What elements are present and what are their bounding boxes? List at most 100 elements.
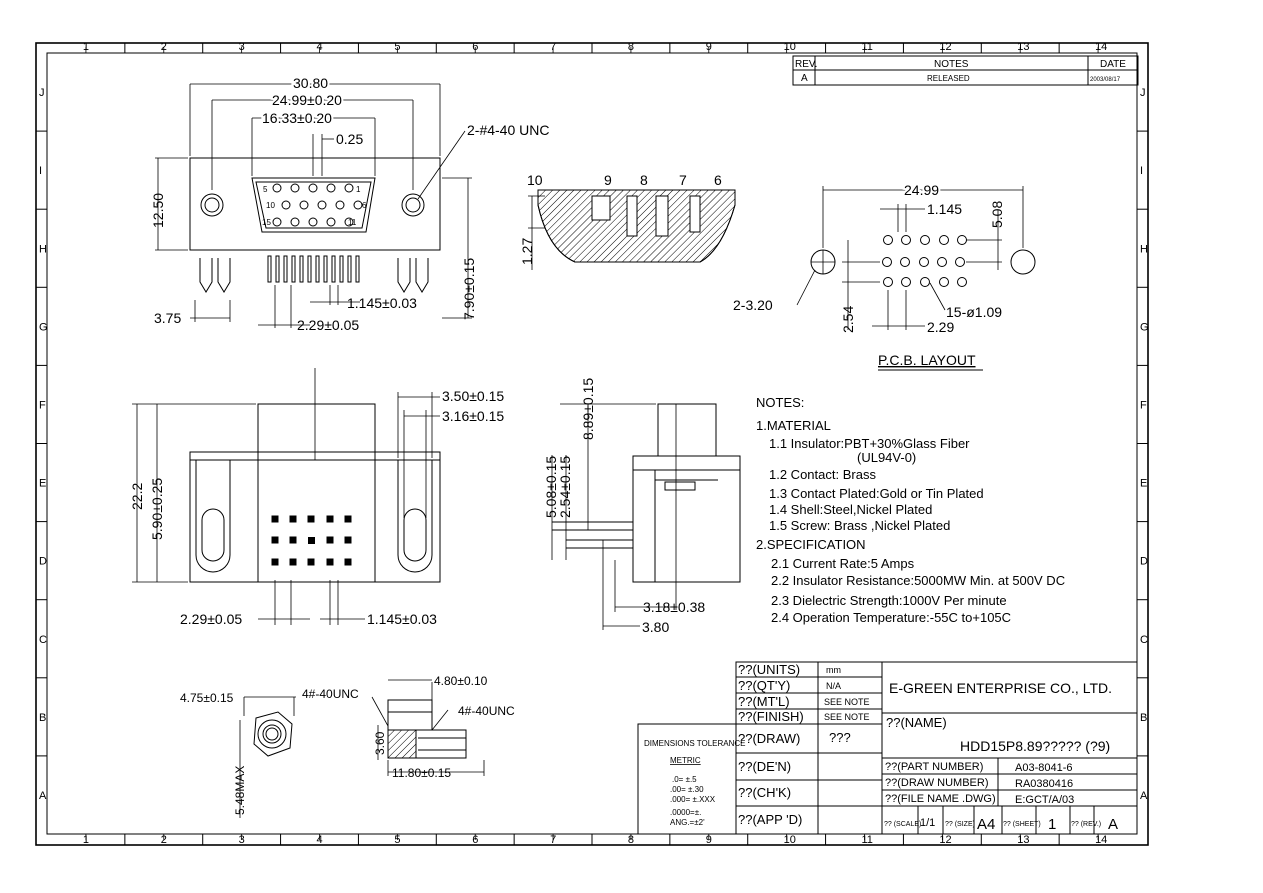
front-pin	[308, 537, 315, 544]
frame-col-label: 13	[1017, 834, 1029, 846]
frame-col-label: 5	[394, 41, 400, 53]
pin-hole	[272, 217, 282, 227]
qty-value: N/A	[826, 681, 841, 691]
pcb-layout: 24.99 1.145 5.08 2-3.20 2.54 15-ø1.09 2.…	[733, 180, 1036, 371]
finish-label: ??(FINISH)	[738, 709, 804, 724]
pin-leg	[275, 255, 280, 283]
finish-value: SEE NOTE	[824, 712, 870, 722]
section-num-8: 8	[640, 172, 648, 188]
frame-col-label: 11	[862, 834, 873, 846]
pin-hole	[299, 200, 309, 210]
note-line-9: 2.1 Current Rate:5 Amps	[771, 556, 915, 571]
pin-hole	[344, 217, 354, 227]
note-line-10: 2.2 Insulator Resistance:5000MW Min. at …	[771, 573, 1065, 588]
frame-row-label: F	[1140, 399, 1147, 411]
dim-pin-spacing: 2.29±0.05	[297, 317, 359, 333]
drawno-value: RA0380416	[1015, 778, 1073, 790]
section-dim: 1.27	[519, 238, 535, 265]
frame-row-label: J	[1140, 87, 1146, 99]
front-dim-w2: 3.16±0.15	[442, 408, 504, 424]
draw-value: ???	[829, 730, 851, 745]
pin-15-label: 15	[262, 218, 271, 227]
frame-row-label: A	[1140, 790, 1148, 802]
frame-col-label: 10	[784, 41, 796, 53]
frame-row-label: J	[39, 87, 45, 99]
pin-hole	[308, 183, 318, 193]
pin-11-label: 11	[348, 218, 357, 227]
frame-row-label: A	[39, 790, 47, 802]
frame-col-label: 8	[628, 41, 634, 53]
dim-overall: 30.80	[293, 75, 328, 91]
note-line-3: (UL94V-0)	[857, 450, 916, 465]
qty-label: ??(QT'Y)	[738, 678, 790, 693]
pin-leg	[291, 255, 296, 283]
pcb-dim-vert: 2.54	[840, 306, 856, 333]
pin-1-label: 1	[356, 185, 361, 194]
frame-col-label: 9	[706, 41, 712, 53]
frame-col-label: 2	[161, 834, 167, 846]
title-block: DIMENSIONS TOLERANCE METRIC .0= ±.5 .00=…	[637, 661, 1138, 835]
rev-value: A	[801, 73, 808, 84]
rev-value-tb: A	[1108, 816, 1118, 833]
section-view: 10 9 8 7 6 1.27	[519, 172, 736, 270]
file-label: ??(FILE NAME .DWG)	[885, 793, 996, 805]
frame-row-label: D	[1140, 556, 1148, 568]
frame-col-label: 3	[239, 41, 245, 53]
notes-title: NOTES:	[756, 395, 804, 410]
frame-col-label: 12	[939, 834, 951, 846]
front-pin	[307, 515, 315, 523]
pin-6-label: 6	[362, 201, 367, 210]
pcb-hole	[919, 257, 929, 267]
side-dim-h1: 8.89±0.15	[580, 378, 596, 440]
note-line-2: 1.1 Insulator:PBT+30%Glass Fiber	[769, 436, 970, 451]
frame-row-label: F	[39, 399, 46, 411]
units-label: ??(UNITS)	[738, 662, 800, 677]
frame-row-label: E	[1140, 478, 1147, 490]
frame-col-label: 4	[317, 41, 323, 53]
side-dim-d2: 3.80	[642, 619, 669, 635]
pin-leg	[323, 255, 328, 283]
front-pin	[344, 515, 352, 523]
frame-col-label: 11	[862, 41, 873, 53]
tolerance-line-5: ANG.=±2'	[670, 818, 705, 827]
app-label: ??(APP 'D)	[738, 812, 802, 827]
section-num-10: 10	[527, 172, 543, 188]
pin-leg	[347, 255, 352, 283]
frame-col-label: 7	[550, 834, 556, 846]
name-label: ??(NAME)	[886, 715, 947, 730]
small-dim-total: 11.80±0.15	[392, 766, 451, 780]
top-view: 5 1 10 6 15 11 30.80 24.99±0.20 16.33±0.…	[150, 73, 549, 333]
part-label: ??(PART NUMBER)	[885, 761, 983, 773]
frame-col-label: 3	[239, 834, 245, 846]
dim-screw-pitch: 24.99±0.20	[272, 92, 342, 108]
pcb-hole	[920, 277, 930, 287]
pin-hole	[335, 200, 345, 210]
frame-row-label: I	[39, 165, 42, 177]
pin-leg	[331, 255, 336, 283]
frame-col-label: 14	[1095, 41, 1107, 53]
frame-row-label: H	[39, 243, 47, 255]
pcb-hole	[882, 257, 892, 267]
front-pin	[326, 515, 334, 523]
section-num-7: 7	[679, 172, 687, 188]
frame-col-label: 6	[472, 41, 478, 53]
small-dim-len: 4.80±0.10	[434, 674, 488, 688]
frame-col-label: 4	[317, 834, 323, 846]
small-dim-hex: 4.75±0.15	[180, 691, 234, 705]
scale-value: 1/1	[920, 817, 935, 829]
frame-col-label: 8	[628, 834, 634, 846]
size-value: A4	[977, 816, 995, 833]
front-dim-offset: 1.145±0.03	[367, 611, 437, 627]
pin-hole	[308, 217, 318, 227]
note-line-11: 2.3 Dielectric Strength:1000V Per minute	[771, 593, 1007, 608]
front-pin	[307, 558, 315, 566]
tolerance-line-3: .000= ±.XXX	[670, 795, 716, 804]
frame-col-label: 12	[939, 41, 951, 53]
tolerance-title: DIMENSIONS TOLERANCE	[644, 739, 746, 748]
file-value: E:GCT/A/03	[1015, 794, 1074, 806]
note-line-5: 1.3 Contact Plated:Gold or Tin Plated	[769, 486, 984, 501]
frame-col-label: 13	[1017, 41, 1029, 53]
pcb-hole	[937, 257, 947, 267]
note-line-1: 1.MATERIAL	[756, 418, 831, 433]
